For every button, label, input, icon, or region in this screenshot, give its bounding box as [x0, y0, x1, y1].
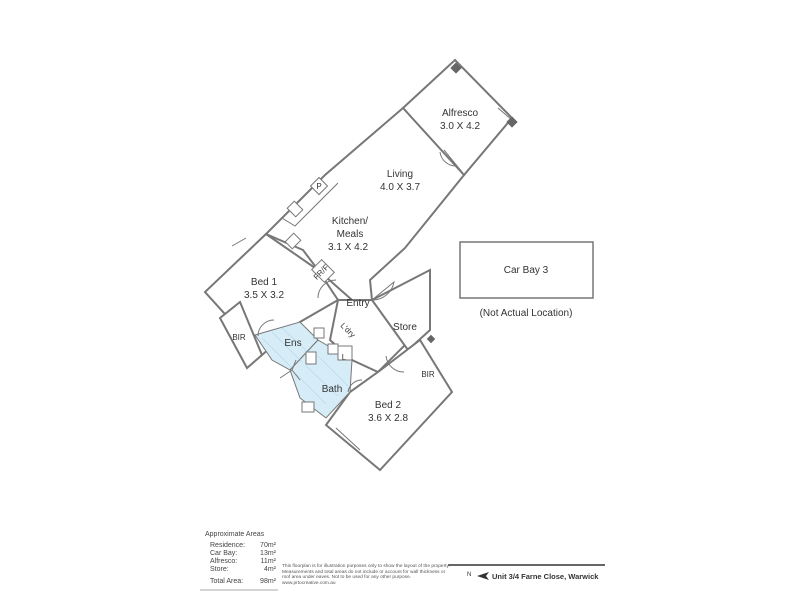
post-icon	[426, 334, 436, 344]
alfresco-name: Alfresco	[442, 108, 479, 119]
ens-name: Ens	[284, 338, 301, 349]
property-address: Unit 3/4 Farne Close, Warwick	[492, 572, 599, 581]
bed1-name: Bed 1	[251, 277, 278, 288]
living-dims: 4.0 X 3.7	[380, 182, 420, 193]
pantry-name: P	[316, 182, 321, 191]
alfresco-dims: 3.0 X 4.2	[440, 121, 480, 132]
living-name: Living	[387, 169, 413, 180]
car-bay-name: Car Bay 3	[504, 265, 549, 276]
area-row-label: Residence:	[210, 542, 246, 549]
kitchen-name-line2: Meals	[337, 229, 364, 240]
areas-heading: Approximate Areas	[205, 531, 265, 538]
north-label: N	[467, 572, 472, 578]
bir2-name: BIR	[421, 370, 435, 379]
area-row-value: 70m²	[260, 542, 276, 549]
area-row-value: 4m²	[263, 566, 276, 573]
bath-name: Bath	[322, 384, 343, 395]
car-bay-box	[459, 241, 594, 299]
bed2-name: Bed 2	[375, 400, 402, 411]
kitchen-name-line1: Kitchen/	[332, 216, 368, 227]
door-swings	[257, 151, 457, 393]
area-row-label: Store:	[210, 566, 229, 573]
kitchen-fixtures	[281, 174, 339, 284]
entry-name: Entry	[346, 298, 369, 309]
room-labels: Alfresco 3.0 X 4.2 Living 4.0 X 3.7 Kitc…	[232, 108, 480, 424]
wet-area-tiles	[261, 327, 349, 405]
disclaimer-text: This floorplan is for illustration purpo…	[282, 564, 450, 586]
wet-fixtures	[301, 327, 353, 413]
car-bay-note: (Not Actual Location)	[480, 308, 573, 319]
total-area-label: Total Area:	[210, 578, 244, 585]
linen-name: L	[342, 353, 347, 362]
north-arrow-icon	[477, 572, 489, 580]
total-area-value: 98m²	[260, 578, 276, 585]
kitchen-dims: 3.1 X 4.2	[328, 242, 368, 253]
building-outline	[203, 58, 514, 472]
area-row-value: 13m²	[260, 550, 276, 557]
bir1-area	[218, 300, 264, 370]
bed1-dims: 3.5 X 3.2	[244, 290, 284, 301]
area-row-label: Alfresco:	[210, 558, 238, 565]
bed2-dims: 3.6 X 2.8	[368, 413, 408, 424]
bir1-name: BIR	[232, 333, 246, 342]
area-row-label: Car Bay:	[210, 550, 238, 557]
windows	[231, 107, 513, 451]
store-name: Store	[393, 322, 417, 333]
store-area	[370, 268, 431, 352]
area-row-value: 11m²	[260, 558, 276, 565]
